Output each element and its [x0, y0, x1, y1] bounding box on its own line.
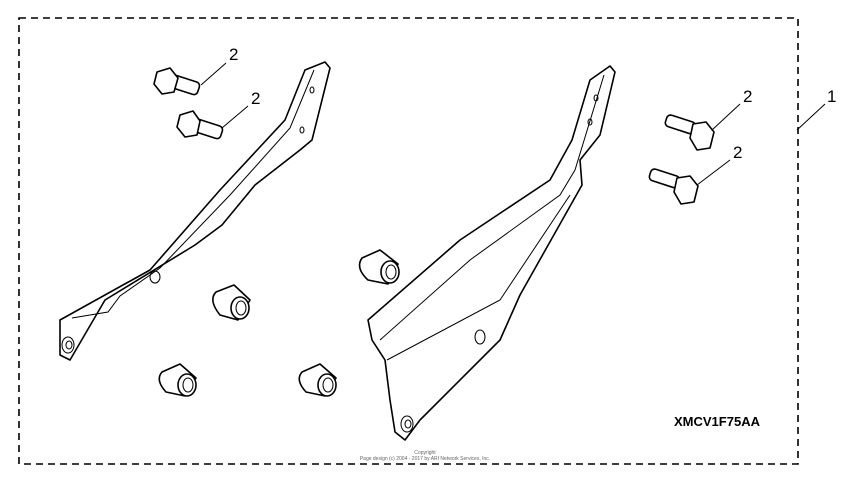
collar [212, 284, 251, 321]
callout-bolt: 2 [229, 45, 238, 64]
callout-bolt: 2 [733, 143, 742, 162]
bolt [648, 168, 699, 205]
kit-boundary [18, 17, 799, 465]
collar [358, 249, 400, 285]
right-bracket [367, 65, 616, 441]
copyright-line: Copyright [414, 450, 436, 456]
bolt [664, 114, 715, 151]
part-code: XMCV1F75AA [674, 414, 760, 429]
collar [158, 363, 197, 397]
left-bracket [59, 61, 331, 361]
copyright-line: Page design (c) 2004 - 2017 by ARI Netwo… [359, 456, 491, 462]
bolt [176, 110, 224, 140]
bolt [153, 67, 201, 96]
callout-bolt: 2 [251, 89, 260, 108]
callout-bolt: 2 [743, 87, 752, 106]
collar [298, 363, 337, 397]
copyright-notice: Copyright Page design (c) 2004 - 2017 by… [300, 450, 550, 462]
callout-kit: 1 [827, 87, 836, 106]
